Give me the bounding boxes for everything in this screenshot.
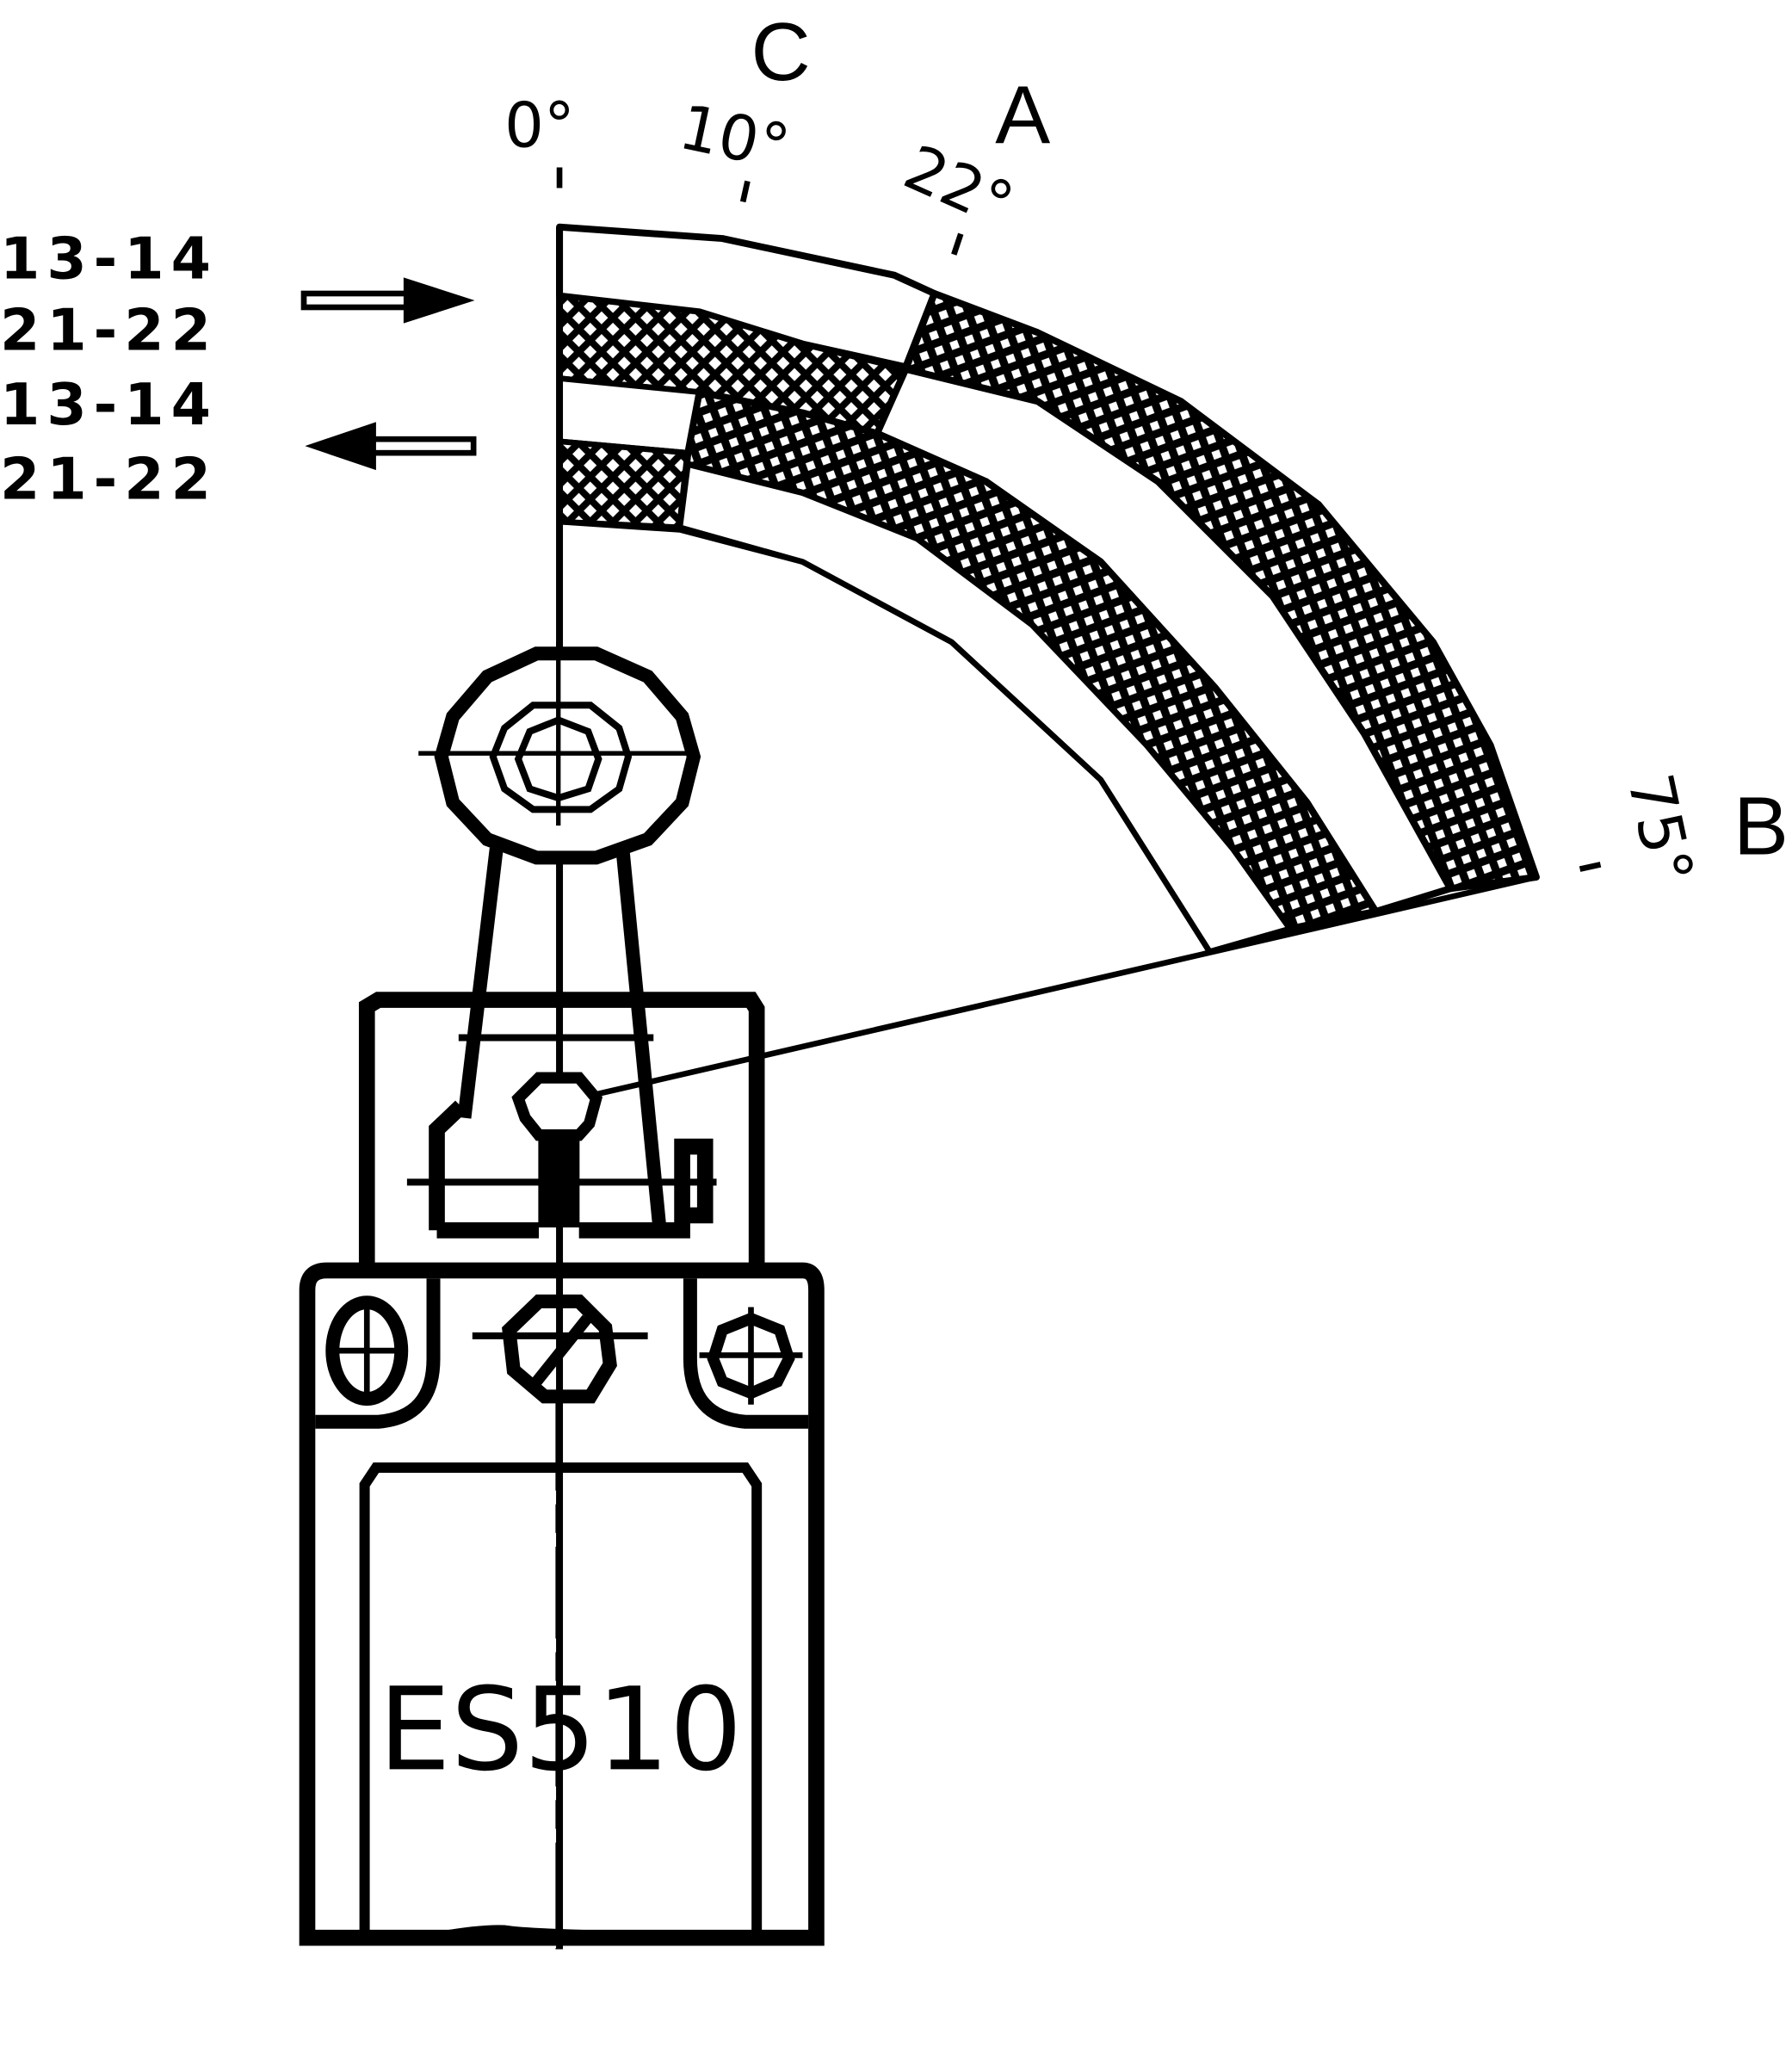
head-housing	[358, 992, 765, 1267]
point-label-b: B	[1733, 780, 1789, 872]
contact-labels: 13-14 21-22 13-14 21-22	[0, 226, 477, 512]
point-label-c: C	[751, 6, 810, 98]
point-label-a: A	[995, 70, 1050, 162]
angle-label-75: 75°	[1614, 768, 1708, 890]
shaft-block	[429, 1100, 714, 1239]
band-return-closed-short	[556, 438, 691, 531]
body-right-pocket	[683, 1278, 809, 1429]
model-label: ES510	[379, 1663, 743, 1796]
lever-arm-left	[457, 847, 504, 1119]
body-left-pocket	[315, 1278, 441, 1429]
forward-arrow-icon	[300, 277, 475, 324]
roller-lever	[418, 641, 701, 1226]
b-limit-line	[557, 874, 1537, 1106]
roller-inner	[489, 702, 633, 813]
travel-sector	[556, 223, 1540, 1950]
angle-label-10: 10°	[673, 90, 795, 184]
shaft-nut	[511, 1072, 603, 1141]
return-contact-2: 21-22	[0, 445, 218, 512]
center-screw-icon	[502, 1294, 617, 1404]
tick-10	[739, 180, 751, 203]
return-arrow-icon	[305, 422, 477, 471]
forward-contact-1: 13-14	[0, 226, 218, 293]
switch-head	[358, 992, 765, 1267]
body-outline	[299, 1262, 825, 1946]
tick-22	[951, 232, 964, 256]
tick-75	[1579, 862, 1602, 872]
forward-contact-2: 21-22	[0, 296, 218, 363]
angle-label-0: 0°	[504, 90, 575, 162]
switch-body	[299, 1262, 825, 1950]
return-contact-1: 13-14	[0, 371, 218, 438]
